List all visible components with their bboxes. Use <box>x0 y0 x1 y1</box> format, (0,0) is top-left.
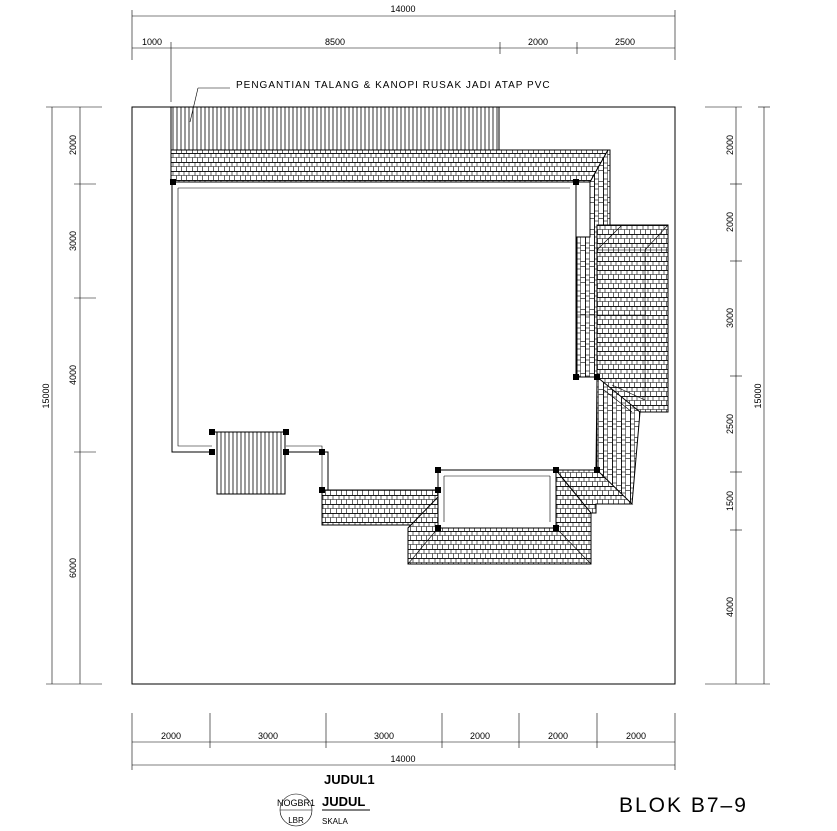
bottom-dimension-segments: 2000 3000 3000 2000 2000 2000 <box>131 713 676 770</box>
bottom-dimension-overall: 14000 <box>132 754 675 766</box>
dim-text: 3000 <box>374 731 394 741</box>
title-1: JUDUL1 <box>324 772 375 787</box>
annotation-leader <box>189 87 199 123</box>
column <box>283 429 289 435</box>
dim-text: 2000 <box>470 731 490 741</box>
roof-hip-line <box>596 224 623 251</box>
building-wall-outline <box>177 188 212 447</box>
inner-roof-void <box>437 469 557 529</box>
dim-text: 2500 <box>615 37 635 47</box>
title-2: JUDUL <box>322 794 365 809</box>
columns <box>170 179 600 531</box>
column <box>170 179 176 185</box>
dim-text: 2500 <box>725 414 735 434</box>
column <box>435 467 441 473</box>
column <box>553 525 559 531</box>
dim-text: 15000 <box>41 383 51 408</box>
roof-hip-line <box>555 527 592 565</box>
block-label: BLOK B7–9 <box>619 794 748 817</box>
right-dimension-overall: 15000 <box>753 106 770 684</box>
dim-text: 3000 <box>258 731 278 741</box>
title-sub: LBR <box>288 816 304 825</box>
roof-tile-top <box>170 149 609 183</box>
dim-text: 1500 <box>725 491 735 511</box>
title-code: NOGBR1 <box>277 798 315 808</box>
dim-text: 8500 <box>325 37 345 47</box>
dim-text: 4000 <box>68 365 78 385</box>
roof-hip-line <box>644 224 669 251</box>
scale-label: SKALA <box>322 817 348 826</box>
dim-text: 15000 <box>753 383 763 408</box>
building-wall-outline <box>286 451 329 490</box>
dim-text: 2000 <box>626 731 646 741</box>
dim-text: 2000 <box>548 731 568 741</box>
roof-tile-right-hip <box>596 224 669 413</box>
dim-text: 4000 <box>725 597 735 617</box>
roof-hip-line <box>407 527 439 565</box>
column <box>435 525 441 531</box>
column <box>594 467 600 473</box>
left-dimension-segments: 2000 3000 4000 6000 <box>68 107 96 684</box>
building-wall-outline <box>286 445 323 490</box>
building-wall-outline <box>171 182 212 453</box>
column <box>594 374 600 380</box>
dim-text: 2000 <box>528 37 548 47</box>
column <box>573 374 579 380</box>
pvc-roof-area <box>170 106 500 152</box>
dim-text: 2000 <box>161 731 181 741</box>
dim-text: 6000 <box>68 558 78 578</box>
porch-canopy <box>216 431 286 495</box>
title-block: JUDUL1 JUDUL NOGBR1 LBR SKALA <box>277 772 375 827</box>
annotation-text: PENGANTIAN TALANG & KANOPI RUSAK JADI AT… <box>236 80 551 91</box>
column <box>209 449 215 455</box>
column <box>573 179 579 185</box>
column <box>283 449 289 455</box>
top-dimension-overall: 14000 <box>131 4 676 60</box>
dim-text: 3000 <box>725 308 735 328</box>
column <box>319 487 325 493</box>
dim-text: 2000 <box>725 135 735 155</box>
dim-text: 2000 <box>68 135 78 155</box>
top-dimension-segments: 1000 8500 2000 2500 <box>132 37 675 102</box>
roof-hip-line <box>561 477 592 514</box>
dim-text: 2000 <box>725 212 735 232</box>
dim-text: 3000 <box>68 231 78 251</box>
roof-hip-line <box>611 384 646 401</box>
right-dimension-segments: 2000 2000 3000 2500 1500 4000 <box>705 106 770 685</box>
roof-hip-line <box>603 389 633 413</box>
dim-text: 14000 <box>390 4 415 14</box>
left-dimension-overall: 15000 <box>41 106 102 685</box>
building-wall-outline <box>172 181 598 471</box>
dim-text: 1000 <box>142 37 162 47</box>
column <box>319 449 325 455</box>
column <box>553 467 559 473</box>
column <box>209 429 215 435</box>
dim-text: 14000 <box>390 754 415 764</box>
column <box>435 487 441 493</box>
